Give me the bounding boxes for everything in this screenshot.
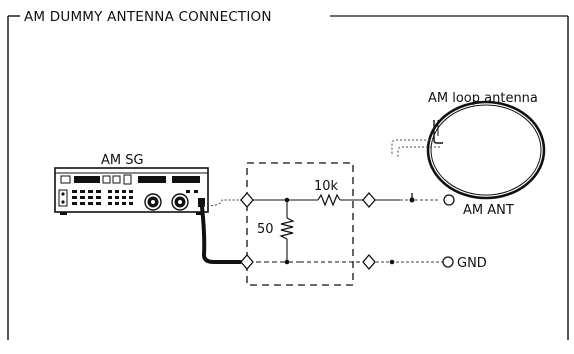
- coax-cable: [200, 199, 242, 264]
- shunt-resistor: [279, 200, 295, 262]
- loop-antenna-label: AM loop antenna: [428, 91, 538, 106]
- signal-generator: [54, 167, 209, 215]
- generator-label: AM SG: [101, 153, 144, 168]
- diagram-title: AM DUMMY ANTENNA CONNECTION: [24, 9, 272, 25]
- terminal-ant-label: AM ANT: [463, 203, 514, 218]
- series-resistor: [317, 193, 341, 207]
- junction-dots: [284, 197, 415, 265]
- output-terminals: [442, 194, 455, 268]
- shunt-resistor-label: 50: [257, 222, 274, 237]
- box-terminals: [240, 192, 376, 270]
- terminal-gnd-label: GND: [457, 256, 487, 271]
- dummy-antenna-box: [246, 162, 354, 286]
- series-resistor-label: 10k: [314, 179, 339, 194]
- loop-antenna: [391, 100, 546, 200]
- figure-frame: [7, 15, 569, 340]
